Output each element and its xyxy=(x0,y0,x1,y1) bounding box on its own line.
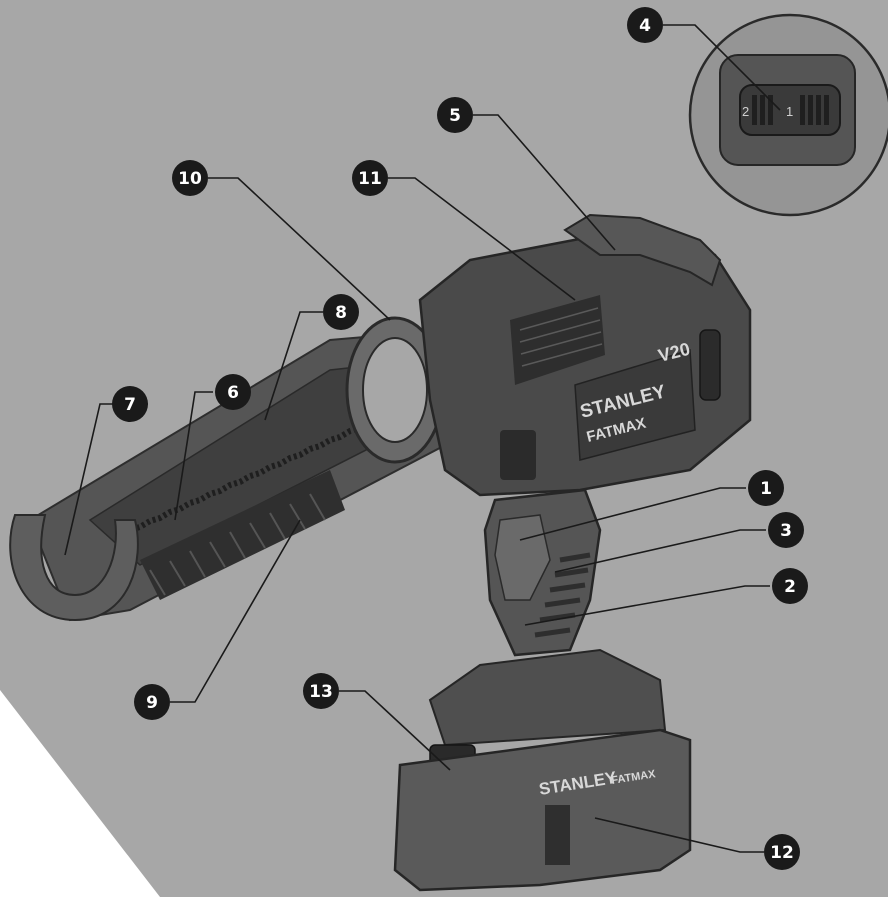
callout-1: 1 xyxy=(748,470,784,506)
callout-4-label: 4 xyxy=(639,16,651,36)
callout-12: 12 xyxy=(764,834,800,870)
callout-1-label: 1 xyxy=(760,479,772,499)
callout-10: 10 xyxy=(172,160,208,196)
battery-group: STANLEY FATMAX xyxy=(393,648,692,892)
barrel-group xyxy=(9,316,457,622)
housing-group: STANLEY FATMAX V20 xyxy=(418,213,752,497)
dial-right-mark: 1 xyxy=(786,104,793,119)
callout-8-label: 8 xyxy=(335,303,347,323)
callout-7: 7 xyxy=(112,386,148,422)
callout-11-label: 11 xyxy=(358,169,382,189)
callout-7-label: 7 xyxy=(124,395,136,415)
callout-3: 3 xyxy=(768,512,804,548)
dial-left-mark: 2 xyxy=(742,104,749,119)
detail-inset: 2 1 xyxy=(688,13,888,217)
grip-group xyxy=(483,488,602,657)
callout-3-label: 3 xyxy=(780,521,792,541)
callout-13-label: 13 xyxy=(309,682,333,702)
callout-11: 11 xyxy=(352,160,388,196)
callout-2-label: 2 xyxy=(784,577,796,597)
callout-9-label: 9 xyxy=(146,693,158,713)
callout-8: 8 xyxy=(323,294,359,330)
callout-6-label: 6 xyxy=(227,383,239,403)
callout-5-label: 5 xyxy=(449,106,461,126)
callout-13: 13 xyxy=(303,673,339,709)
callout-5: 5 xyxy=(437,97,473,133)
callout-4: 4 xyxy=(627,7,663,43)
callout-10-label: 10 xyxy=(178,169,202,189)
callout-2: 2 xyxy=(772,568,808,604)
callout-6: 6 xyxy=(215,374,251,410)
corner-white-area xyxy=(0,690,160,897)
callout-12-label: 12 xyxy=(770,843,794,863)
callout-9: 9 xyxy=(134,684,170,720)
